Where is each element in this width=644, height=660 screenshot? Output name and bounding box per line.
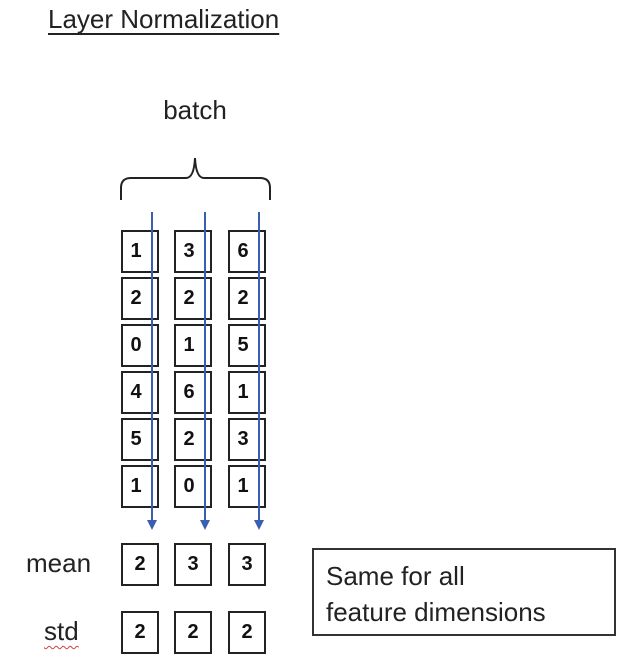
value-text: 5 [237, 334, 249, 356]
value-text: 2 [130, 287, 142, 309]
arrow-head [147, 520, 157, 530]
std-label: std [44, 616, 79, 646]
value-text: 3 [183, 240, 195, 262]
std-cell: 2 [121, 611, 159, 654]
note-line-1: Same for all [326, 561, 465, 591]
value-text: 6 [183, 381, 195, 403]
value-text: 5 [130, 428, 142, 450]
value-text: 6 [237, 240, 249, 262]
value-cell: 6 [228, 230, 266, 273]
arrow-head [200, 520, 210, 530]
value-text: 3 [237, 428, 249, 450]
std-cell: 2 [228, 611, 266, 654]
note-line-2: feature dimensions [326, 597, 546, 627]
value-text: 0 [130, 334, 142, 356]
value-text: 2 [183, 287, 195, 309]
std-cell: 2 [174, 611, 212, 654]
value-text: 1 [130, 475, 142, 497]
value-text: 1 [237, 475, 249, 497]
arrow-head [254, 520, 264, 530]
value-text: 4 [130, 381, 142, 403]
diagram-title: Layer Normalization [48, 4, 280, 34]
mean-cell: 3 [228, 543, 266, 586]
value-text: 1 [237, 381, 249, 403]
value-text: 2 [237, 287, 249, 309]
mean-cell: 2 [121, 543, 159, 586]
value-text: 0 [183, 475, 195, 497]
mean-cell: 3 [174, 543, 212, 586]
note-box: Same for all feature dimensions [312, 548, 616, 636]
value-text: 1 [183, 334, 195, 356]
batch-label: batch [163, 95, 227, 125]
value-text: 2 [183, 428, 195, 450]
batch-brace [120, 157, 271, 200]
mean-label: mean [26, 548, 92, 578]
value-text: 1 [130, 240, 142, 262]
